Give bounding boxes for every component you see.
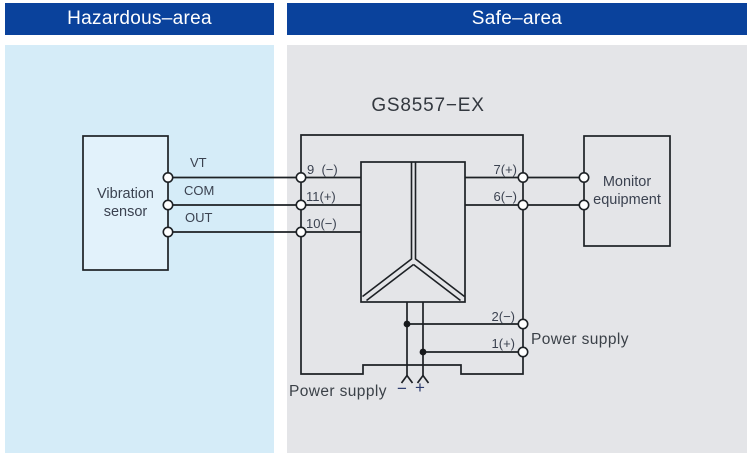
device-terminal-7	[517, 172, 529, 184]
sensor-terminal-vt	[162, 172, 174, 184]
device-terminal-2	[517, 318, 529, 330]
device-terminal-9	[295, 172, 307, 184]
monitor-terminal-minus	[578, 199, 590, 211]
terminal-label-7: 7(+)	[493, 162, 517, 177]
device-terminal-10	[295, 226, 307, 238]
sensor-terminal-com	[162, 199, 174, 211]
power-plus-symbol: +	[415, 378, 425, 397]
power-supply-label-right: Power supply	[531, 331, 629, 348]
terminal-circles	[162, 172, 590, 358]
power-minus-symbol: −	[397, 379, 407, 398]
junction-dots	[403, 320, 427, 356]
junction-dot	[403, 320, 411, 328]
wire-label-com: COM	[184, 183, 215, 198]
terminal-label-9: 9 (−)	[307, 162, 338, 177]
wire-label-out: OUT	[185, 210, 213, 225]
terminal-label-10: 10(−)	[306, 216, 337, 231]
terminal-label-1: 1(+)	[491, 336, 515, 351]
junction-dot	[419, 348, 427, 356]
monitor-terminal-plus	[578, 172, 590, 184]
hazardous-area-header: Hazardous–area	[5, 3, 274, 35]
isolation-symbol	[362, 162, 465, 302]
power-minus-arrow-icon	[400, 374, 414, 384]
device-title: GS8557−EX	[371, 95, 485, 116]
power-plus-arrow-icon	[416, 374, 430, 384]
sensor-terminal-out	[162, 226, 174, 238]
device-terminal-1	[517, 346, 529, 358]
gs8557-device-box	[300, 134, 524, 375]
isolation-block-box	[360, 161, 466, 303]
power-supply-label-bottom: Power supply	[289, 383, 387, 400]
vibration-sensor-box	[82, 135, 169, 271]
wire-label-vt: VT	[190, 155, 207, 170]
safe-area-header: Safe–area	[287, 3, 747, 35]
monitor-equipment-box	[583, 135, 671, 247]
hazardous-area-title: Hazardous–area	[67, 8, 212, 29]
vibration-sensor-label: Vibration sensor	[97, 185, 154, 220]
device-terminal-11	[295, 199, 307, 211]
safe-area-title: Safe–area	[471, 8, 563, 29]
monitor-equipment-label: Monitor equipment	[593, 173, 661, 208]
terminal-label-6: 6(−)	[493, 189, 517, 204]
terminal-label-11: 11(+)	[306, 189, 336, 204]
device-terminal-6	[517, 199, 529, 211]
safe-area-panel	[287, 45, 747, 453]
terminal-label-2: 2(−)	[491, 309, 515, 324]
